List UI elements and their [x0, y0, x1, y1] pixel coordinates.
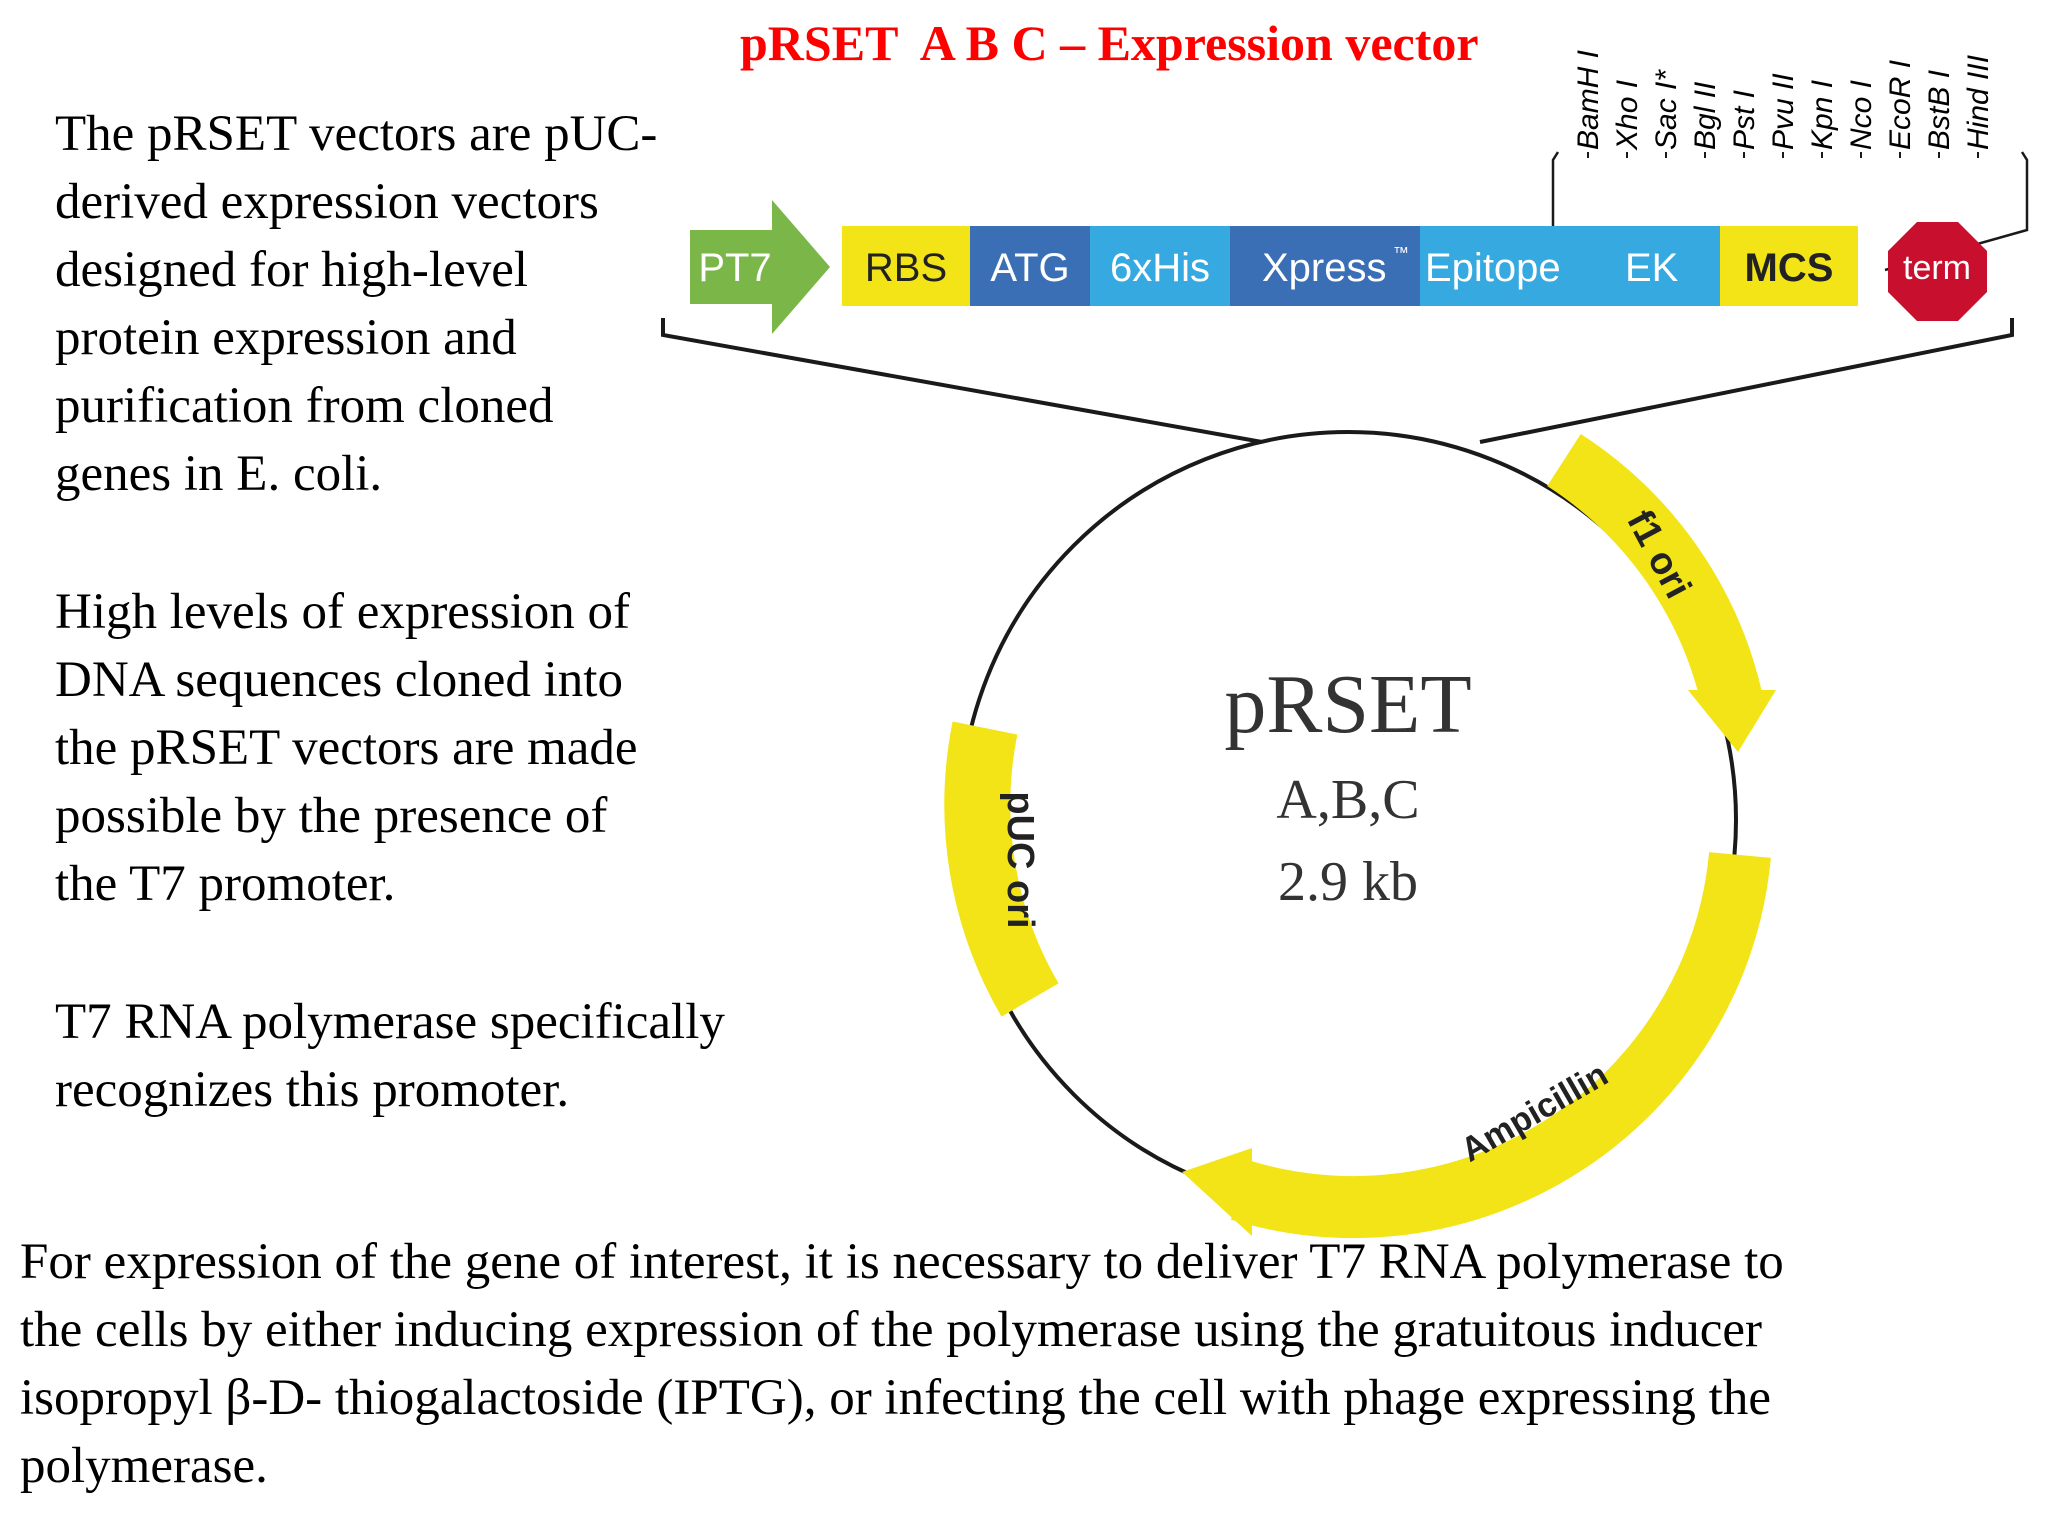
- text-line: For expression of the gene of interest, …: [20, 1234, 1784, 1290]
- atg-label: ATG: [990, 246, 1069, 290]
- epitope-label: Epitope: [1425, 246, 1561, 290]
- site-label: Bgl II: [1689, 82, 1722, 150]
- ampicillin-arc: [1230, 852, 1771, 1239]
- f1-ori-arrowhead: [1688, 690, 1776, 752]
- text-line: the pRSET vectors are made: [55, 720, 638, 776]
- terminator-octagon: [1888, 222, 1987, 321]
- rbs-segment: [842, 226, 970, 306]
- site-label: Pst I: [1728, 90, 1761, 150]
- text-line: recognizes this promoter.: [55, 1062, 570, 1118]
- text-line: T7 RNA polymerase specifically: [55, 994, 725, 1050]
- text-line: purification from cloned: [55, 378, 554, 434]
- site-label: Nco I: [1845, 80, 1878, 150]
- paragraph-expression-method: For expression of the gene of interest, …: [20, 1228, 1784, 1500]
- site-label: Hind III: [1962, 55, 1995, 150]
- text-line: the cells by either inducing expression …: [20, 1302, 1763, 1358]
- connector-line-right: [1479, 318, 2014, 444]
- paragraph-t7-promoter: High levels of expression of DNA sequenc…: [55, 578, 638, 918]
- puc-ori-label: pUC ori: [999, 791, 1041, 928]
- terminator-label: term: [1903, 249, 1971, 287]
- text-line: polymerase.: [20, 1438, 268, 1494]
- site-label: Pvu II: [1767, 73, 1800, 150]
- site-label: Sac I*: [1650, 69, 1683, 150]
- epitope-segment: [1420, 226, 1720, 306]
- text-line: derived expression vectors: [55, 174, 599, 230]
- xpress-segment: [1230, 226, 1420, 306]
- site-label: Kpn I: [1806, 80, 1839, 150]
- text-line: genes in E. coli.: [55, 446, 383, 502]
- site-label: EcoR I: [1884, 60, 1917, 150]
- paragraph-puc-derived: The pRSET vectors are pUC- derived expre…: [55, 100, 657, 508]
- text-line: High levels of expression of: [55, 584, 631, 640]
- site-label: BamH I: [1572, 50, 1605, 150]
- text-line: protein expression and: [55, 310, 517, 366]
- his-tag-label: 6xHis: [1110, 246, 1210, 290]
- site-ticks: [1587, 152, 1979, 158]
- atg-segment: [970, 226, 1090, 306]
- f1-ori-feature: [1546, 433, 1776, 752]
- site-label: Xho I: [1611, 80, 1644, 151]
- connector-line-left: [661, 318, 1263, 444]
- text-line: isopropyl β-D- thiogalactoside (IPTG), o…: [20, 1370, 1771, 1426]
- t7-promoter-arrow: [690, 200, 830, 334]
- site-label: BstB I: [1923, 70, 1956, 150]
- text-line: possible by the presence of: [55, 788, 608, 844]
- plasmid-variants: A,B,C: [1276, 769, 1419, 831]
- text-line: designed for high-level: [55, 242, 529, 298]
- mcs-segment: [1720, 226, 1858, 306]
- restriction-sites: BamH I Xho I Sac I* Bgl II Pst I Pvu II …: [1572, 50, 1995, 151]
- rbs-label: RBS: [865, 246, 947, 290]
- puc-ori-arc: [944, 721, 1059, 1017]
- f1-ori-arc: [1546, 433, 1763, 708]
- plasmid-name: pRSET: [1224, 658, 1471, 751]
- xpress-label: Xpress: [1262, 246, 1387, 290]
- slide-title: pRSET A B C – Expression vector: [740, 15, 1479, 71]
- paragraph-polymerase: T7 RNA polymerase specifically recognize…: [55, 988, 725, 1124]
- ampicillin-arrowhead: [1182, 1148, 1252, 1236]
- ampicillin-feature: [1182, 852, 1771, 1239]
- ek-label: EK: [1625, 246, 1679, 290]
- plasmid-size: 2.9 kb: [1278, 851, 1418, 913]
- text-line: the T7 promoter.: [55, 856, 396, 912]
- trademark-symbol: ™: [1393, 245, 1409, 262]
- text-line: DNA sequences cloned into: [55, 652, 623, 708]
- t7-promoter-label: PT7: [698, 246, 771, 290]
- his-tag-segment: [1090, 226, 1230, 306]
- text-line: The pRSET vectors are pUC-: [55, 106, 658, 162]
- mcs-label: MCS: [1745, 246, 1834, 290]
